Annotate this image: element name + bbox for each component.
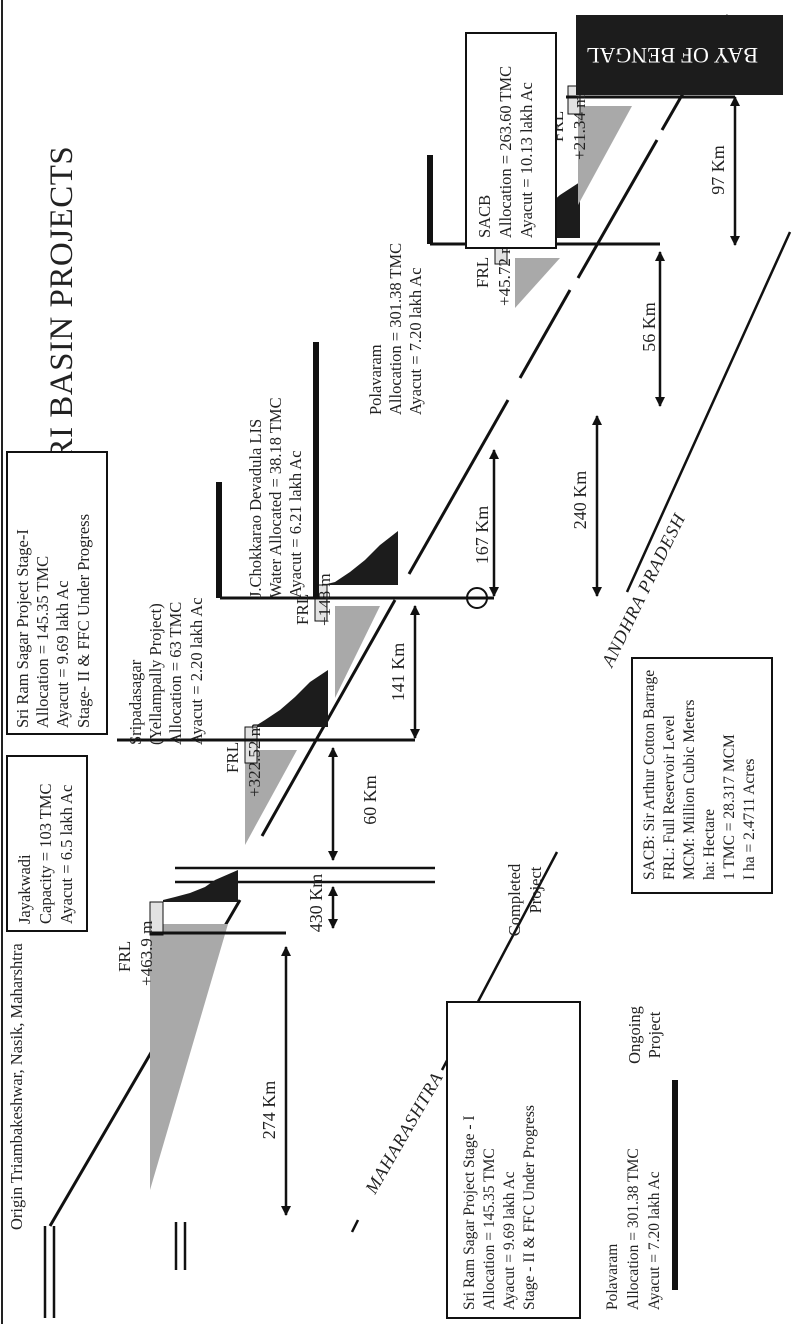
- legend-completed-label-line: Project: [526, 866, 545, 913]
- frl-value-jayakwadi: +463.9 m: [137, 921, 156, 986]
- legend-completed-box: [446, 1001, 581, 1319]
- legend-ongoing-label: Ongoing Project: [625, 1006, 664, 1064]
- devadula-info: J.Chokkarao Devadula LIS Water Allocated…: [246, 397, 305, 598]
- distance-label: 240 Km: [570, 471, 590, 530]
- distance-label: 56 Km: [639, 302, 659, 352]
- legend-completed-line: Stage - II & FFC Under Progress: [521, 1105, 538, 1310]
- ongoing-bars: [216, 155, 678, 1290]
- origin-label: Origin Triambakeshwar, Nasik, Maharshtra: [7, 943, 26, 1230]
- legend-ongoing-line: Ayacut = 7.20 lakh Ac: [646, 1171, 663, 1310]
- frl-label: FRL: [223, 742, 242, 773]
- legend-ongoing-line: Polavaram: [604, 1244, 621, 1310]
- jayakwadi-line: Jayakwadi: [15, 854, 34, 924]
- devadula-line: Water Allocated = 38.18 TMC: [266, 397, 285, 598]
- frl-label: FRL: [473, 257, 492, 288]
- dam-srsp: [117, 670, 415, 845]
- srsp-box: [6, 451, 108, 735]
- sacb-line: SACB: [475, 195, 494, 238]
- distance-label: 141 Km: [388, 643, 408, 702]
- origin-marker: [43, 1226, 56, 1318]
- legend-ongoing-label-line: Project: [645, 1011, 664, 1058]
- srsp-line: Stage- II & FFC Under Progress: [74, 514, 93, 728]
- srsp-line: Ayacut = 9.69 lakh Ac: [53, 580, 72, 728]
- sacb-line: Allocation = 263.60 TMC: [496, 66, 515, 238]
- distance-label: 97 Km: [708, 145, 728, 195]
- legend-ongoing-label-line: Ongoing: [625, 1006, 644, 1064]
- state-label-andhra: ANDHRA PRADESH: [597, 510, 689, 671]
- bay-of-bengal-label: BAY OF BENGAL: [586, 43, 758, 68]
- frl-label: FRL: [115, 941, 134, 972]
- frl-value-srsp: +322.52 m: [245, 723, 264, 797]
- legend-completed-line: Sri Ram Sagar Project Stage - I: [461, 1115, 478, 1310]
- abbreviation-line: MCM: Million Cubic Meters: [681, 700, 698, 880]
- bay-of-bengal-box: [576, 15, 783, 95]
- frl-value-sripadasagar: +148 m: [315, 573, 334, 626]
- distance-label: 167 Km: [472, 506, 492, 565]
- jayakwadi-info: Jayakwadi Capacity = 103 TMC Ayacut = 6.…: [15, 783, 76, 924]
- frl-value-polavaram: +45.72 m: [495, 241, 514, 306]
- sripadasagar-info: Sripadasagar (Yellampally Project) Alloc…: [126, 597, 206, 745]
- sripadasagar-line: Ayacut = 2.20 lakh Ac: [187, 597, 206, 745]
- srsp-line: Sri Ram Sagar Project Stage-I: [13, 529, 32, 728]
- abbreviations-box: [631, 657, 773, 894]
- polavaram-line: Allocation = 301.38 TMC: [386, 243, 405, 415]
- sacb-line: Ayacut = 10.13 lakh Ac: [517, 82, 536, 238]
- polavaram-line: Polavaram: [366, 344, 385, 415]
- distance-label: 430 Km: [306, 874, 326, 933]
- abbreviation-line: 1 TMC = 28.317 MCM: [721, 734, 738, 880]
- abbreviation-line: SACB: Sir Arthur Cotton Barrage: [641, 670, 658, 880]
- legend-ongoing-line: Allocation = 301.38 TMC: [625, 1148, 642, 1310]
- frl-label: FRL: [293, 594, 312, 625]
- completed-bar: [174, 1222, 187, 1270]
- abbreviation-line: ha: Hectare: [701, 809, 718, 880]
- sripadasagar-line: Sripadasagar: [126, 659, 145, 745]
- sacb-info: SACB Allocation = 263.60 TMC Ayacut = 10…: [475, 66, 536, 238]
- state-boundary-double-line: [175, 866, 435, 884]
- legend-completed-line: Allocation = 145.35 TMC: [481, 1148, 498, 1310]
- abbreviations-list: SACB: Sir Arthur Cotton Barrage FRL: Ful…: [641, 670, 758, 880]
- srsp-info: Sri Ram Sagar Project Stage-I Allocation…: [13, 514, 93, 728]
- devadula-line: J.Chokkarao Devadula LIS: [246, 419, 265, 598]
- polavaram-line: Ayacut = 7.20 lakh Ac: [406, 267, 425, 415]
- legend-completed-label-line: Completed: [505, 863, 524, 936]
- devadula-line: Ayacut = 6.21 lakh Ac: [286, 450, 305, 598]
- legend-completed-example: Sri Ram Sagar Project Stage - I Allocati…: [461, 1105, 538, 1310]
- jayakwadi-line: Ayacut = 6.5 lakh Ac: [57, 785, 76, 924]
- sripadasagar-line: Allocation = 63 TMC: [166, 602, 185, 745]
- frl-labels: FRL +463.9 m FRL +322.52 m FRL +148 m FR…: [115, 95, 589, 986]
- sacb-box: [465, 32, 557, 249]
- distance-label: 60 Km: [360, 775, 380, 825]
- abbreviation-line: FRL: Full Reservoir Level: [661, 715, 678, 880]
- state-label-maharashtra: MAHARASHTRA: [361, 1068, 447, 1197]
- jayakwadi-box: [6, 755, 88, 932]
- sripadasagar-line: (Yellampally Project): [146, 603, 165, 745]
- polavaram-info: Polavaram Allocation = 301.38 TMC Ayacut…: [366, 243, 425, 415]
- jayakwadi-line: Capacity = 103 TMC: [36, 783, 55, 924]
- dam-jayakwadi: [149, 870, 286, 1190]
- distance-labels: 274 Km 430 Km 60 Km 141 Km 167 Km 240 Km…: [259, 145, 728, 1139]
- srsp-line: Allocation = 145.35 TMC: [33, 556, 52, 728]
- legend-completed-line: Ayacut = 9.69 lakh Ac: [501, 1171, 518, 1310]
- abbreviation-line: I ha = 2.4711 Acres: [741, 759, 758, 880]
- distance-label: 274 Km: [259, 1081, 279, 1140]
- legend-completed-label: Completed Project: [505, 863, 545, 936]
- distance-arrows: [281, 96, 740, 1216]
- legend-ongoing-example: Polavaram Allocation = 301.38 TMC Ayacut…: [604, 1148, 663, 1310]
- frl-value-sacb: +21.34 m: [570, 95, 589, 160]
